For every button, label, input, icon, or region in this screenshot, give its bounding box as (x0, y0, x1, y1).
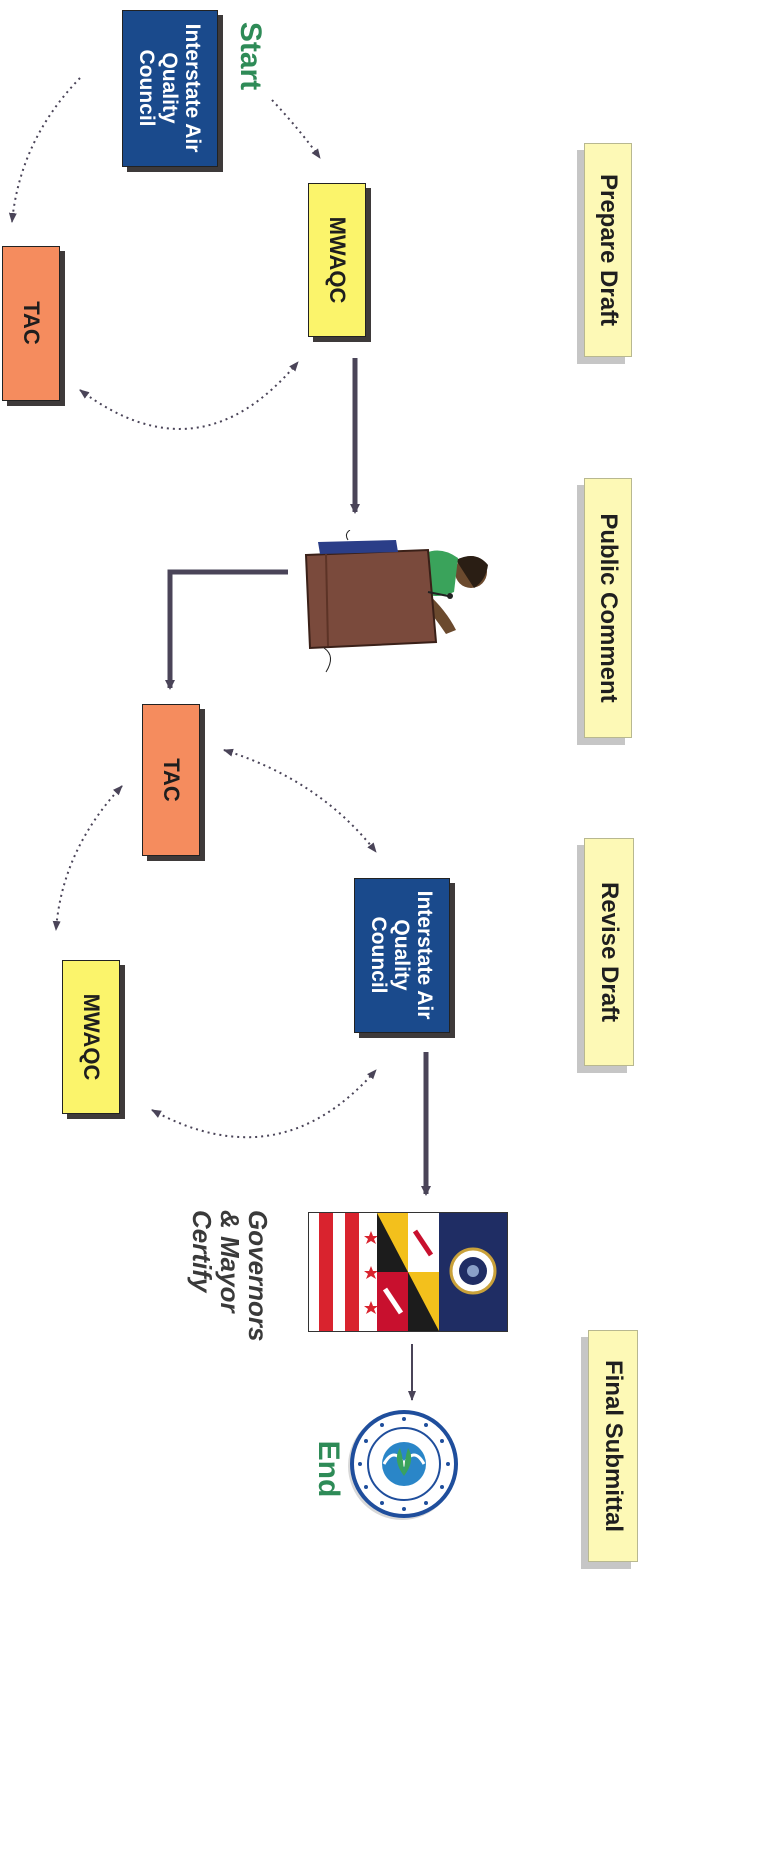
arrow-tac-mwaqc (79, 361, 299, 430)
node-mwaqc-bottom: MWAQC (62, 960, 120, 1114)
arrow-tac-iaqc-mid (223, 748, 377, 853)
arrow-iaqc-to-mwaqc (271, 99, 321, 159)
epa-seal-icon (344, 1406, 464, 1526)
node-interstate-air-quality-council-mid: Interstate Air Quality Council (354, 878, 450, 1033)
node-tac-mid: TAC (142, 704, 200, 856)
arrow-public-comment-to-tac (165, 569, 288, 690)
start-label: Start (234, 21, 267, 91)
arrow-mwaqc-iaqc-bottom (151, 1069, 377, 1139)
node-mwaqc-top: MWAQC (308, 183, 366, 337)
phase-revise-draft: Revise Draft (584, 838, 634, 1066)
node-interstate-air-quality-council-top: Interstate Air Quality Council (122, 10, 218, 167)
arrow-iaqc-to-tac (8, 77, 81, 223)
phase-final-submittal: Final Submittal (588, 1330, 638, 1562)
end-label: End (312, 1440, 345, 1498)
node-tac-top: TAC (2, 246, 60, 401)
arrow-tac-mwaqc-bottom (52, 785, 123, 931)
state-flags-icon (308, 1212, 508, 1332)
phase-public-comment: Public Comment (584, 478, 632, 738)
phase-prepare-draft: Prepare Draft (584, 143, 632, 357)
speaker-at-podium-icon (296, 529, 496, 680)
certify-label: Governors & Mayor Certify (187, 1210, 273, 1342)
